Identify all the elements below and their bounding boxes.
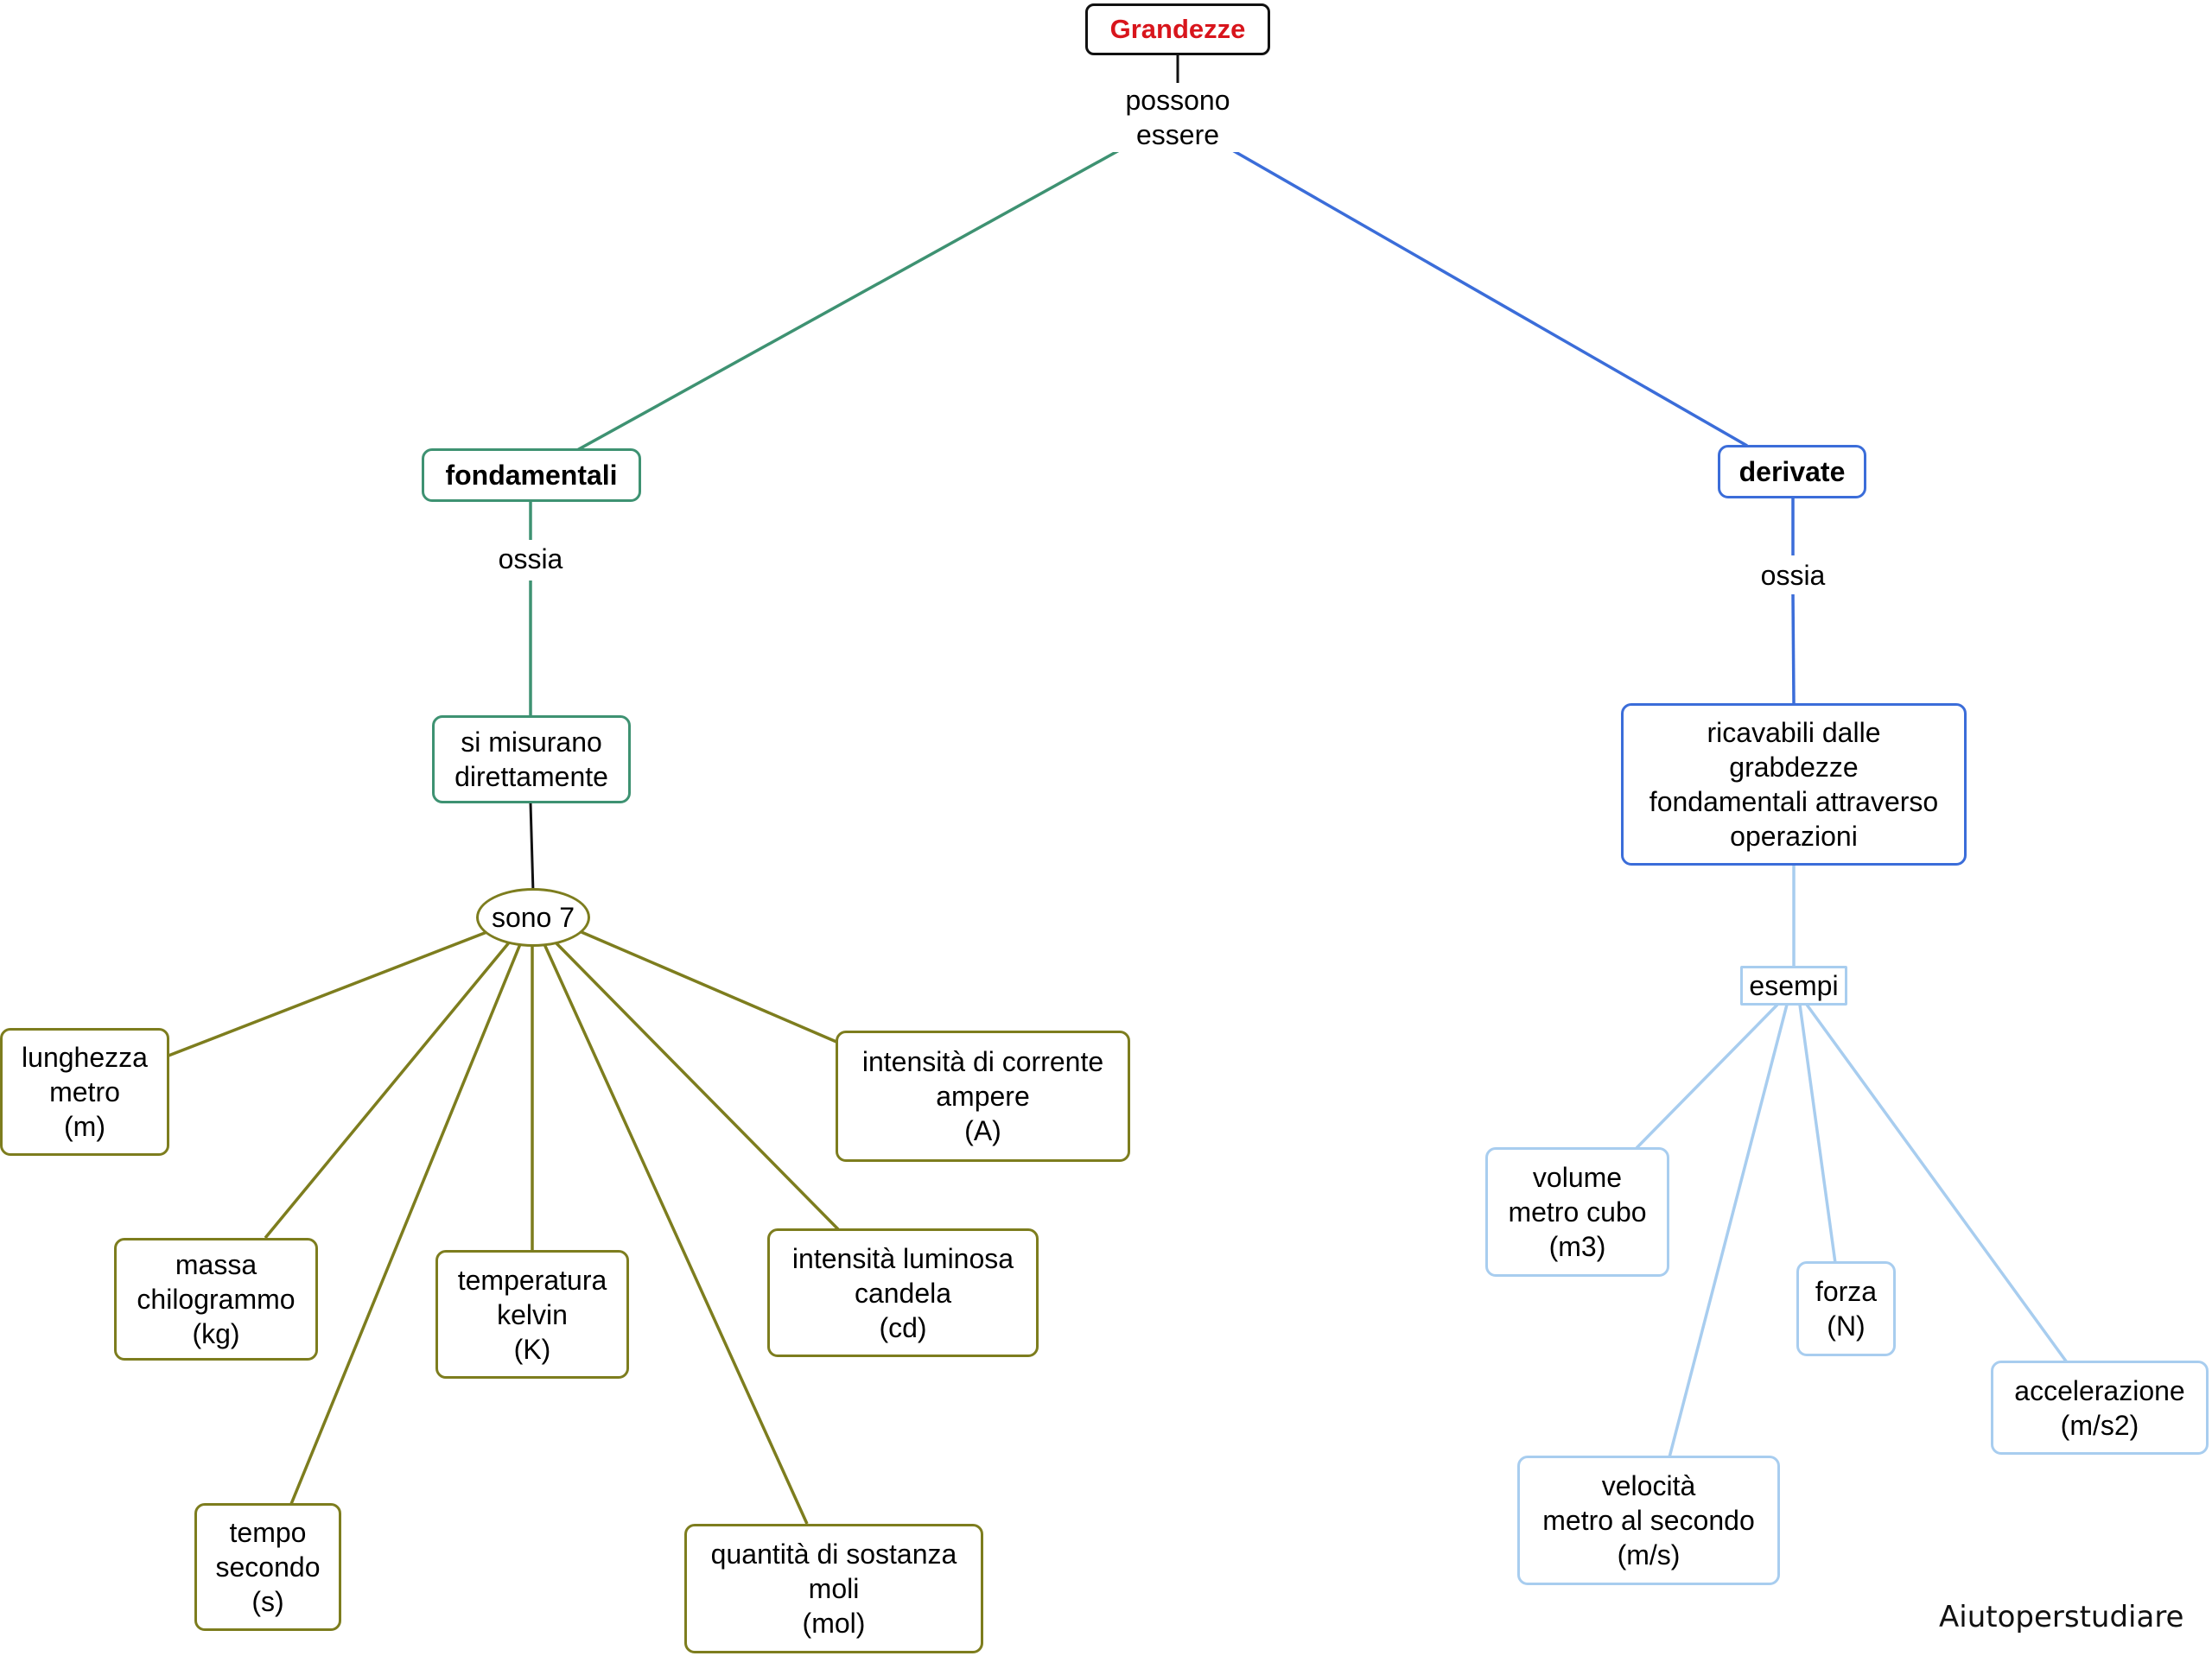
ricavabili-label: ricavabili dalle grabdezze fondamentali … <box>1649 717 1939 852</box>
lunghezza-label: lunghezza metro (m) <box>22 1042 148 1142</box>
sostanza-label: quantità di sostanza moli (mol) <box>710 1539 957 1639</box>
fondamentali-label: fondamentali <box>445 460 618 491</box>
link-sono7-massa <box>264 940 512 1240</box>
link-ossia-ricavabili <box>1791 593 1796 705</box>
link-esempi-forza <box>1798 1004 1837 1264</box>
link-sono7-tempo <box>289 943 522 1505</box>
link-sono7-corrente <box>575 928 837 1044</box>
accelerazione-node: accelerazione (m/s2) <box>1991 1361 2209 1455</box>
link-sono7-lunghezza <box>168 930 490 1057</box>
derivate-node: derivate <box>1718 445 1866 498</box>
misurano-node: si misurano direttamente <box>432 715 631 803</box>
derivate-link-label: ossia <box>1741 558 1845 593</box>
corrente-node: intensità di corrente ampere (A) <box>836 1031 1130 1162</box>
sono7-label: sono 7 <box>491 902 575 933</box>
sostanza-node: quantità di sostanza moli (mol) <box>684 1524 983 1653</box>
temperatura-label: temperatura kelvin (K) <box>457 1264 607 1365</box>
link-esempi-volume <box>1635 1003 1779 1150</box>
forza-label: forza (N) <box>1815 1276 1878 1342</box>
luminosa-node: intensità luminosa candela (cd) <box>767 1228 1039 1357</box>
tempo-node: tempo secondo (s) <box>194 1503 341 1631</box>
link-esempi-velocita <box>1668 1004 1789 1458</box>
link-esempi-accelerazione <box>1805 1003 2069 1364</box>
link-misurano-sono7 <box>529 803 535 893</box>
link-possono-derivate <box>1229 147 1748 447</box>
corrente-label: intensità di corrente ampere (A) <box>861 1046 1104 1146</box>
luminosa-label: intensità luminosa candela (cd) <box>791 1242 1014 1343</box>
volume-node: volume metro cubo (m3) <box>1485 1147 1669 1277</box>
fondamentali-node: fondamentali <box>422 448 641 502</box>
derivate-label: derivate <box>1738 456 1846 487</box>
watermark-text: Aiutoperstudiare <box>1939 1600 2184 1634</box>
velocita-node: velocità metro al secondo (m/s) <box>1517 1456 1780 1585</box>
tempo-label: tempo secondo (s) <box>215 1517 321 1617</box>
root-label: Grandezze <box>1109 14 1246 44</box>
fondamentali-link-label: ossia <box>479 542 582 576</box>
link-possono-fondamentali <box>576 148 1122 452</box>
sono7-node: sono 7 <box>476 888 590 947</box>
forza-node: forza (N) <box>1796 1261 1896 1356</box>
ricavabili-node: ricavabili dalle grabdezze fondamentali … <box>1621 703 1967 866</box>
massa-node: massa chilogrammo (kg) <box>114 1238 318 1361</box>
root-node: Grandezze <box>1085 3 1270 55</box>
temperatura-node: temperatura kelvin (K) <box>435 1250 629 1379</box>
link-sono7-luminosa <box>553 940 840 1231</box>
esempi-node: esempi <box>1740 966 1847 1006</box>
lunghezza-node: lunghezza metro (m) <box>0 1028 169 1156</box>
velocita-label: velocità metro al secondo (m/s) <box>1542 1470 1755 1570</box>
accelerazione-label: accelerazione (m/s2) <box>2014 1374 2185 1441</box>
misurano-label: si misurano direttamente <box>454 726 608 792</box>
root-link-label: possono essere <box>1113 83 1243 152</box>
link-sono7-sostanza <box>543 943 809 1525</box>
massa-label: massa chilogrammo (kg) <box>137 1249 296 1349</box>
volume-label: volume metro cubo (m3) <box>1508 1162 1647 1262</box>
esempi-label: esempi <box>1749 970 1839 1001</box>
